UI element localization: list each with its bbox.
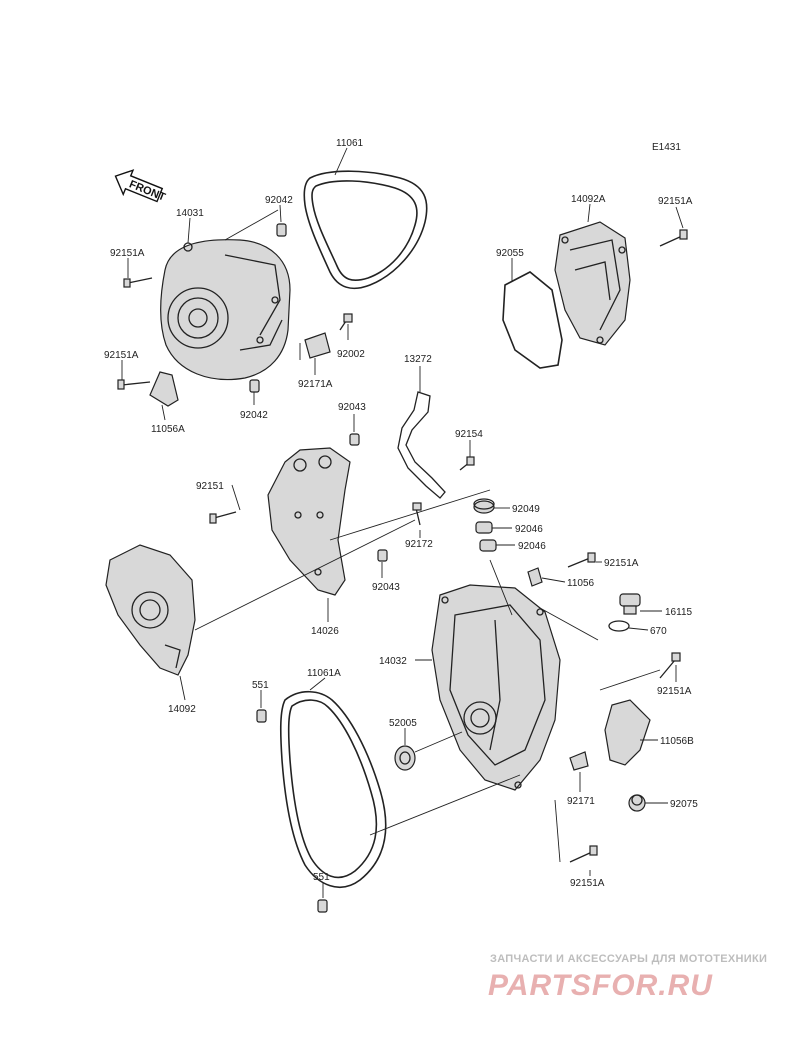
pulser-cover-14092a bbox=[554, 221, 631, 346]
callout-11056: 11056 bbox=[567, 578, 595, 589]
callout-551-lower: 551 bbox=[313, 872, 330, 883]
bolt-92151a-right-upper bbox=[659, 229, 688, 247]
callout-92151a-3: 92151A bbox=[658, 196, 693, 207]
clamp-92171a bbox=[304, 332, 331, 359]
dowel-pin-92043-lower bbox=[377, 549, 388, 562]
dowel-pin-92043-upper bbox=[349, 433, 360, 446]
callout-92055: 92055 bbox=[496, 248, 524, 259]
cover-14092 bbox=[105, 544, 196, 676]
callout-92042-lower: 92042 bbox=[240, 410, 268, 421]
callout-92046-lower: 92046 bbox=[518, 541, 546, 552]
bushing-92046-upper bbox=[475, 521, 493, 534]
clamp-92171 bbox=[569, 751, 589, 771]
front-arrow-icon: FRONT bbox=[114, 169, 167, 204]
oil-seal-92049 bbox=[473, 498, 495, 514]
bolt-92151a-left-lower bbox=[117, 379, 151, 390]
callout-11061: 11061 bbox=[336, 138, 364, 149]
callout-92151: 92151 bbox=[196, 481, 224, 492]
dowel-pin-551-lower bbox=[317, 899, 328, 913]
callout-92043-upper: 92043 bbox=[338, 402, 366, 413]
gasket-11061 bbox=[303, 170, 428, 289]
callout-14092a: 14092A bbox=[571, 194, 606, 205]
bolt-92151a-left-upper bbox=[123, 277, 153, 288]
callout-14031: 14031 bbox=[176, 208, 204, 219]
callout-13272: 13272 bbox=[404, 354, 432, 365]
bracket-11056a bbox=[149, 371, 179, 407]
callout-92151a-5: 92151A bbox=[657, 686, 692, 697]
callout-92172: 92172 bbox=[405, 539, 433, 550]
dowel-pin-92042-lower bbox=[249, 379, 260, 393]
gasket-92055 bbox=[502, 271, 563, 369]
bolt-92151a-center-right bbox=[567, 552, 596, 568]
clutch-cover-14032 bbox=[431, 584, 561, 791]
callout-92151a-2: 92151A bbox=[104, 350, 139, 361]
callout-92171a: 92171A bbox=[298, 379, 333, 390]
bracket-11056 bbox=[527, 567, 543, 587]
callout-551-upper: 551 bbox=[252, 680, 269, 691]
callout-92043-lower: 92043 bbox=[372, 582, 400, 593]
plate-13272 bbox=[397, 391, 446, 499]
callout-14092: 14092 bbox=[168, 704, 196, 715]
callout-92154: 92154 bbox=[455, 429, 483, 440]
callout-92075: 92075 bbox=[670, 799, 698, 810]
bolt-92151a-right-middle bbox=[659, 652, 681, 679]
bolt-92151a-bottom bbox=[569, 845, 598, 863]
bolt-92154 bbox=[459, 456, 475, 471]
callout-14026: 14026 bbox=[311, 626, 339, 637]
callout-92151a-4: 92151A bbox=[604, 558, 639, 569]
bolt-92151 bbox=[209, 511, 237, 524]
o-ring-670 bbox=[608, 620, 630, 632]
bolt-92172 bbox=[412, 502, 422, 526]
callout-92049: 92049 bbox=[512, 504, 540, 515]
callout-16115: 16115 bbox=[665, 607, 693, 618]
oil-filler-cap-16115 bbox=[619, 593, 641, 615]
dowel-pin-92042-upper bbox=[276, 223, 287, 237]
callout-92046-upper: 92046 bbox=[515, 524, 543, 535]
callout-92151a-6: 92151A bbox=[570, 878, 605, 889]
bushing-92046-lower bbox=[479, 539, 497, 552]
callout-14032: 14032 bbox=[379, 656, 407, 667]
cover-plate-14026 bbox=[267, 447, 351, 596]
callout-92002: 92002 bbox=[337, 349, 365, 360]
dowel-pin-551-upper bbox=[256, 709, 267, 723]
diagram-code: E1431 bbox=[652, 142, 681, 153]
gasket-11061a bbox=[279, 690, 387, 889]
watermark-tagline: ЗАПЧАСТИ И АКСЕССУАРЫ ДЛЯ МОТОТЕХНИКИ bbox=[490, 953, 767, 965]
callout-52005: 52005 bbox=[389, 718, 417, 729]
leader-lines bbox=[121, 147, 684, 898]
callout-92042-upper: 92042 bbox=[265, 195, 293, 206]
callout-92151a-1: 92151A bbox=[110, 248, 145, 259]
grommet-92075 bbox=[628, 794, 646, 812]
callout-11061a: 11061A bbox=[307, 668, 341, 679]
alternator-cover-14031 bbox=[160, 239, 291, 381]
callout-11056a: 11056A bbox=[151, 424, 185, 435]
bracket-11056b bbox=[604, 699, 651, 766]
seal-52005 bbox=[394, 745, 416, 771]
callout-92171: 92171 bbox=[567, 796, 595, 807]
callout-670: 670 bbox=[650, 626, 667, 637]
bolt-92002 bbox=[339, 313, 353, 331]
callout-11056b: 11056B bbox=[660, 736, 694, 747]
watermark-brand: PARTSFOR.RU bbox=[488, 969, 713, 1002]
